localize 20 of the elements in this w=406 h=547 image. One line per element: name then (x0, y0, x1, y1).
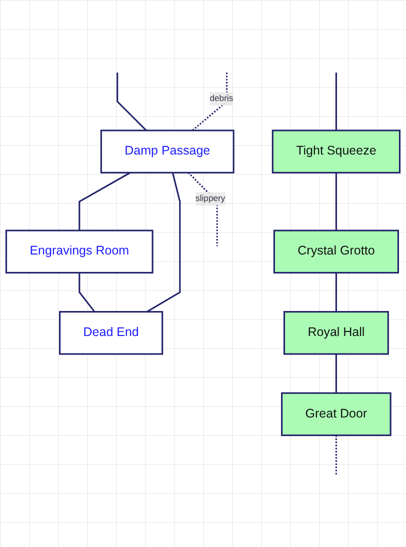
connector (335, 272, 337, 312)
connector (335, 435, 337, 474)
node-box: Crystal Grotto (273, 230, 399, 274)
connector (78, 272, 96, 312)
node-box: Great Door (281, 392, 392, 436)
connector (335, 72, 337, 130)
connector (78, 172, 131, 230)
connector (335, 354, 337, 394)
connector (146, 172, 181, 312)
connector (335, 172, 337, 230)
node-box: Tight Squeeze (272, 130, 401, 174)
edge-label: slippery (196, 194, 226, 204)
connector (116, 72, 147, 132)
edge-label: debris (210, 94, 234, 104)
node-box: Royal Hall (283, 311, 389, 355)
connector (192, 72, 228, 132)
node-box: Dead End (59, 311, 164, 355)
connector (188, 172, 218, 246)
node-box: Engravings Room (5, 230, 154, 274)
node-box: Damp Passage (100, 130, 234, 174)
